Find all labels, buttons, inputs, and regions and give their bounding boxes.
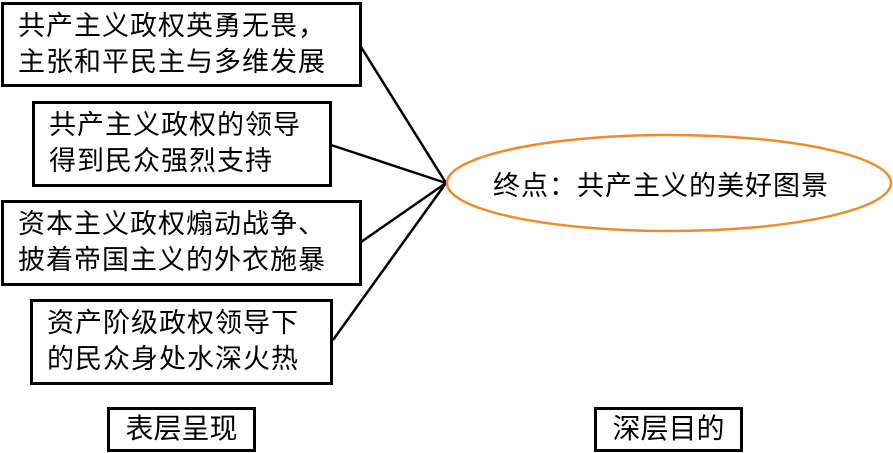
goal-ellipse: [445, 133, 893, 233]
surface-box-3: 资本主义政权煽动战争、 披着帝国主义的外衣施暴: [1, 200, 362, 286]
box-line: 共产主义政权英勇无畏，: [18, 11, 326, 42]
connector-line-2: [330, 143, 447, 185]
deep-label: 深层目的: [594, 407, 743, 452]
goal-text: 终点：共产主义的美好图景: [493, 171, 829, 202]
box-line: 的民众身处水深火热: [47, 344, 299, 375]
surface-box-2: 共产主义政权的领导 得到民众强烈支持: [32, 101, 332, 187]
connector-line-4: [331, 182, 448, 341]
connector-line-1: [359, 46, 448, 184]
surface-box-1: 共产主义政权英勇无畏， 主张和平民主与多维发展: [1, 2, 362, 87]
box-line: 资本主义政权煽动战争、: [18, 209, 326, 240]
box-line: 主张和平民主与多维发展: [18, 47, 326, 78]
surface-label: 表层呈现: [107, 407, 256, 452]
connector-line-3: [360, 181, 447, 244]
box-line: 披着帝国主义的外衣施暴: [18, 245, 326, 276]
box-line: 资产阶级政权领导下: [47, 308, 299, 339]
surface-box-4: 资产阶级政权领导下 的民众身处水深火热: [30, 299, 333, 385]
box-line: 得到民众强烈支持: [49, 146, 273, 177]
box-line: 共产主义政权的领导: [49, 110, 301, 141]
